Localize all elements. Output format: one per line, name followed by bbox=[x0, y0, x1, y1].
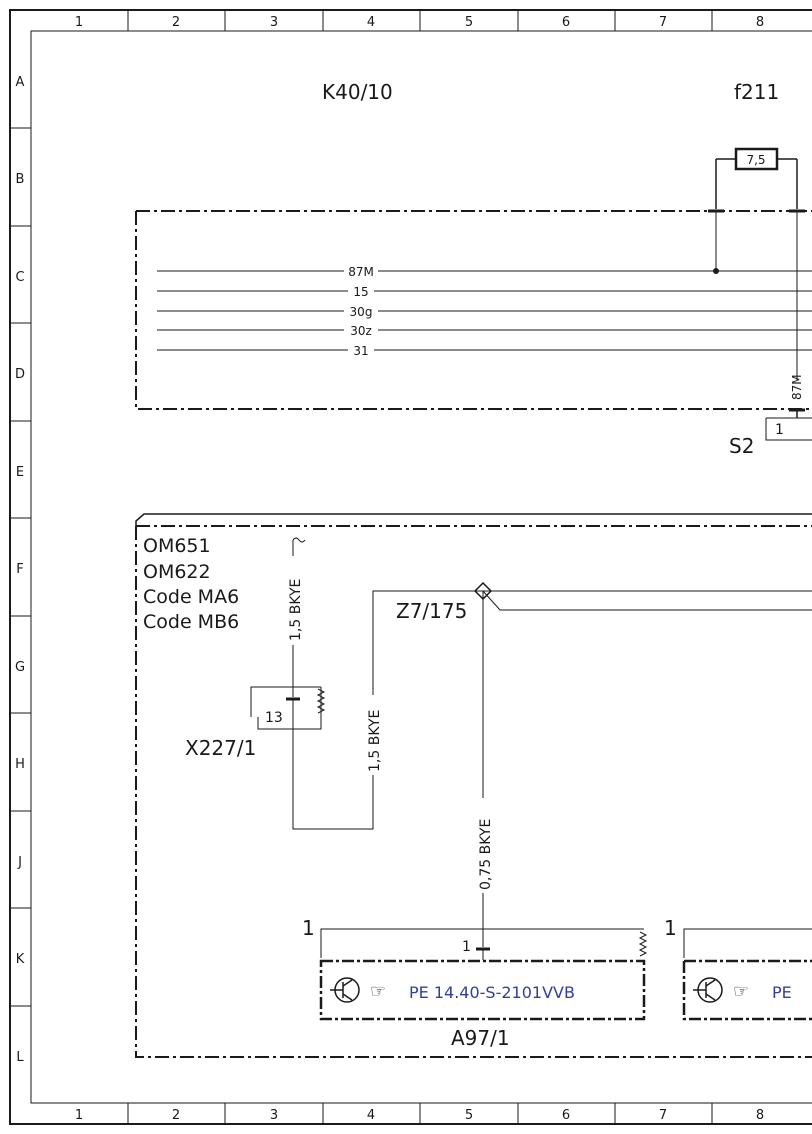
x227-pin-label: 13 bbox=[265, 710, 283, 726]
col-label: 7 bbox=[659, 1108, 667, 1123]
col-label: 1 bbox=[75, 15, 83, 30]
col-label: 5 bbox=[465, 1108, 473, 1123]
col-label: 4 bbox=[367, 15, 375, 30]
col-label: 3 bbox=[270, 15, 278, 30]
column-labels-top: 1 2 3 4 5 6 7 8 bbox=[75, 15, 764, 30]
bus-label: 87M bbox=[348, 265, 374, 279]
col-label: 6 bbox=[562, 1108, 570, 1123]
transistor-icon bbox=[330, 977, 360, 1003]
engine-code: Code MA6 bbox=[143, 586, 239, 608]
middle-wire-label: 1,5 BKYE bbox=[367, 710, 383, 772]
a97-unit-outline bbox=[319, 959, 646, 1021]
row-label: J bbox=[17, 855, 22, 870]
s2-wire-label: 87M bbox=[790, 374, 804, 400]
row-label: F bbox=[16, 562, 23, 577]
col-label: 8 bbox=[756, 15, 764, 30]
lower-wire-label: 0,75 BKYE bbox=[478, 819, 494, 890]
fuse-name-label: f211 bbox=[734, 80, 779, 104]
col-label: 8 bbox=[756, 1108, 764, 1123]
a97-pin-label: 1 bbox=[462, 939, 471, 955]
row-label: B bbox=[16, 172, 25, 187]
lower-module-top-outline bbox=[135, 513, 812, 526]
bus-label: 15 bbox=[353, 285, 368, 299]
bus-label: 31 bbox=[353, 344, 368, 358]
x227-label: X227/1 bbox=[185, 736, 256, 760]
row-dividers bbox=[10, 127, 31, 1007]
right-connector bbox=[683, 928, 812, 958]
col-label: 3 bbox=[270, 1108, 278, 1123]
row-label: L bbox=[16, 1050, 24, 1065]
column-dividers bbox=[127, 10, 713, 1124]
col-label: 1 bbox=[75, 1108, 83, 1123]
s2-connector bbox=[765, 408, 812, 441]
row-label: K bbox=[16, 952, 25, 967]
k40-module-outline bbox=[135, 210, 812, 410]
col-label: 2 bbox=[172, 1108, 180, 1123]
row-label: C bbox=[15, 270, 24, 285]
reference-link-right[interactable]: PE bbox=[772, 983, 792, 1002]
bus-label: 30z bbox=[350, 324, 372, 338]
z7-label: Z7/175 bbox=[396, 599, 467, 623]
middle-wire-label-bg bbox=[365, 695, 381, 775]
bus-lines bbox=[157, 270, 812, 351]
row-label: E bbox=[16, 465, 24, 480]
row-label: H bbox=[15, 757, 25, 772]
k40-label: K40/10 bbox=[322, 80, 393, 104]
bus-label: 30g bbox=[350, 305, 373, 319]
col-label: 6 bbox=[562, 15, 570, 30]
s2-label: S2 bbox=[729, 434, 754, 458]
right-unit-outline bbox=[682, 959, 812, 1021]
a97-connector bbox=[320, 928, 648, 960]
fuse-symbol bbox=[708, 147, 805, 380]
upper-wire bbox=[292, 537, 306, 697]
pointing-hand-icon: ☞ bbox=[733, 981, 749, 1002]
a97-label: A97/1 bbox=[451, 1026, 510, 1050]
col-label: 5 bbox=[465, 15, 473, 30]
fuse-rating-label: 7,5 bbox=[746, 153, 765, 167]
lower-module-outline bbox=[135, 525, 812, 1058]
transistor-icon bbox=[693, 977, 723, 1003]
x227-connector bbox=[250, 581, 812, 947]
row-label: G bbox=[15, 660, 25, 675]
row-label: D bbox=[15, 367, 25, 382]
pointing-hand-icon: ☞ bbox=[370, 981, 386, 1002]
engine-code: OM622 bbox=[143, 561, 211, 583]
bus-line-labels: 87M 15 30g 30z 31 bbox=[344, 264, 378, 358]
row-label: A bbox=[16, 75, 25, 90]
row-labels: A B C D E F G H J K L bbox=[15, 75, 25, 1065]
upper-wire-label: 1,5 BKYE bbox=[288, 579, 304, 641]
col-label: 2 bbox=[172, 15, 180, 30]
lower-wire-label-bg bbox=[475, 798, 491, 893]
left-connector-pin-label: 1 bbox=[302, 916, 315, 940]
col-label: 7 bbox=[659, 15, 667, 30]
s2-pin-label: 1 bbox=[775, 422, 784, 438]
column-labels-bottom: 1 2 3 4 5 6 7 8 bbox=[75, 1108, 764, 1123]
drawing-frame bbox=[9, 9, 812, 1125]
reference-link-left[interactable]: PE 14.40-S-2101VVB bbox=[409, 983, 575, 1002]
col-label: 4 bbox=[367, 1108, 375, 1123]
engine-code: OM651 bbox=[143, 535, 211, 557]
right-connector-pin-label: 1 bbox=[664, 916, 677, 940]
engine-code: Code MB6 bbox=[143, 611, 239, 633]
